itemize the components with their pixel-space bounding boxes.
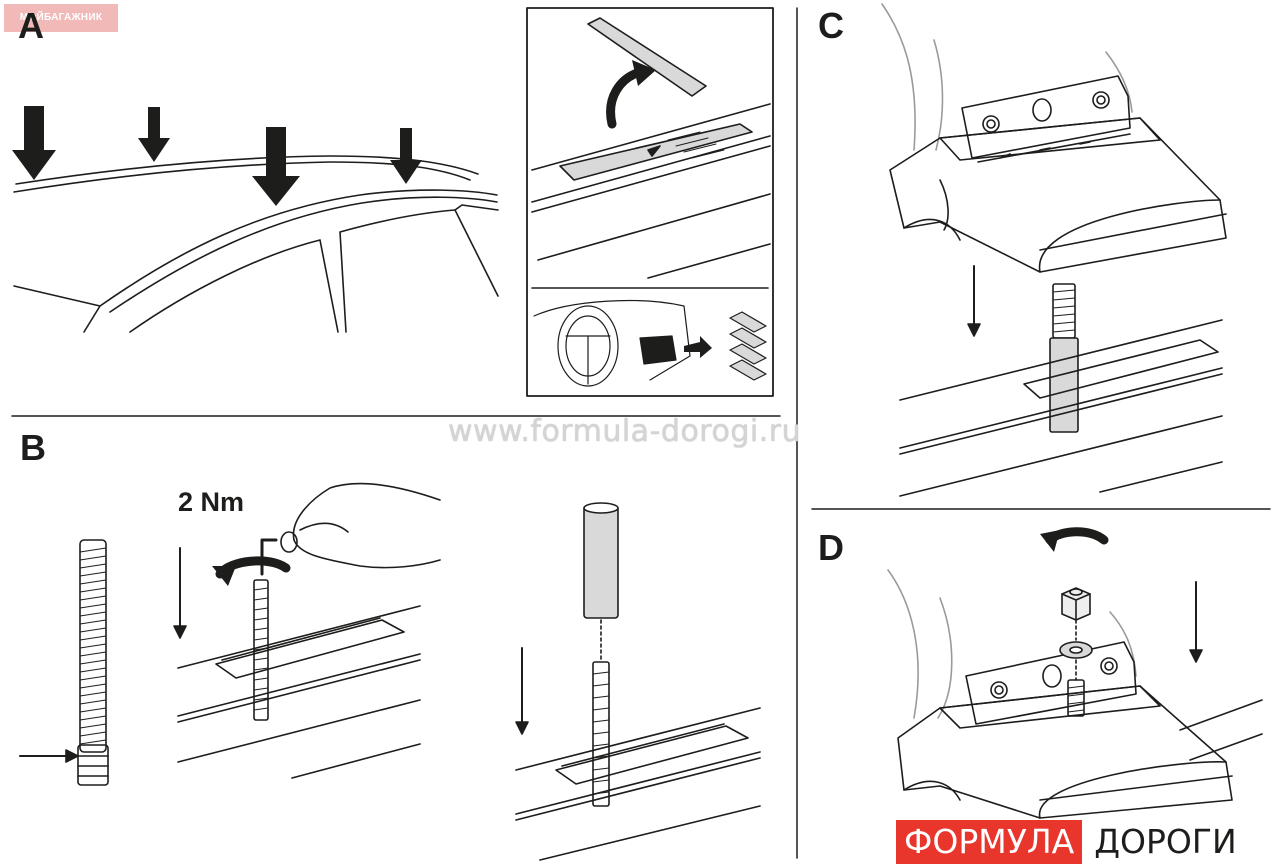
roof-foot-assembly-c (881, 3, 1227, 497)
rail-install-left (173, 482, 441, 779)
step-label-a: A (18, 5, 44, 46)
inset-cover-removal (526, 7, 774, 397)
bolt-threads (79, 547, 107, 745)
logo-red-part: ФОРМУЛА (896, 820, 1083, 864)
down-arrows-roof (12, 106, 422, 206)
torque-label: 2 Nm (178, 487, 245, 517)
rail-install-right (515, 502, 761, 861)
watermark-badge: МОЙБАГАЖНИК (4, 4, 118, 32)
roof-foot-assembly-d (887, 527, 1263, 819)
car-roof-illustration (13, 155, 499, 333)
inset-dashboard (533, 299, 767, 387)
site-watermark: www.formula-dorogi.ru (448, 414, 802, 449)
step-label-c: C (818, 5, 844, 46)
logo-dark-part: ДОРОГИ (1082, 820, 1247, 864)
panel-dividers (11, 7, 1271, 859)
brand-logo: ФОРМУЛА ДОРОГИ (896, 820, 1247, 864)
step-label-b: B (20, 427, 46, 468)
step-label-d: D (818, 527, 844, 568)
threaded-bolt-long (19, 539, 109, 786)
